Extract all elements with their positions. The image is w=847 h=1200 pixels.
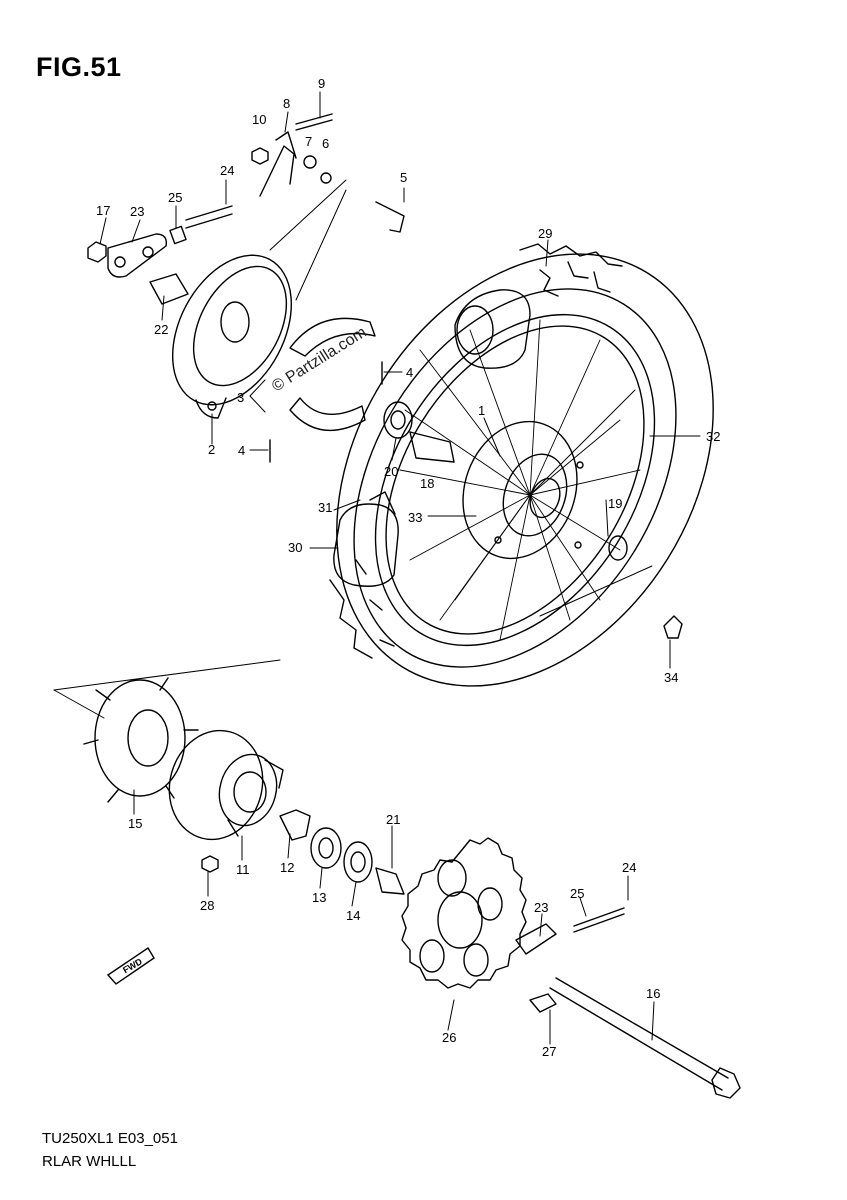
- callout-11: 11: [236, 862, 250, 877]
- brake-panel-part: [171, 254, 293, 419]
- callout-34: 34: [664, 670, 678, 685]
- callout-23-top: 23: [130, 204, 144, 219]
- callout-25-bottom: 25: [570, 886, 584, 901]
- callout-1: 1: [478, 403, 485, 418]
- leader-lines: [53, 91, 701, 1045]
- callout-3: 3: [237, 390, 244, 405]
- model-code: TU250XL1 E03_051: [42, 1130, 178, 1147]
- callout-19: 19: [608, 496, 622, 511]
- callout-28: 28: [200, 898, 214, 913]
- small-hardware: [87, 113, 683, 1013]
- tire-part: [329, 243, 714, 687]
- callout-7: 7: [305, 134, 312, 149]
- callout-labels: 9 8 10 7 6 5 24 25 17 23 29 22 4 3 1 32 …: [96, 76, 720, 1059]
- tube-part-29: [454, 289, 531, 369]
- callout-13: 13: [312, 890, 326, 905]
- callout-29: 29: [538, 226, 552, 241]
- callout-20: 20: [384, 464, 398, 479]
- callout-14: 14: [346, 908, 360, 923]
- callout-18: 18: [420, 476, 434, 491]
- callout-4-lower: 4: [238, 443, 245, 458]
- callout-24-bottom: 24: [622, 860, 636, 875]
- callout-33: 33: [408, 510, 422, 525]
- callout-15: 15: [128, 816, 142, 831]
- callout-12: 12: [280, 860, 294, 875]
- callout-22: 22: [154, 322, 168, 337]
- callout-23-bottom: 23: [534, 900, 548, 915]
- callout-27: 27: [542, 1044, 556, 1059]
- wheel-damper-part: [83, 677, 199, 803]
- callout-24-top: 24: [220, 163, 234, 178]
- callout-6: 6: [322, 136, 329, 151]
- callout-26: 26: [442, 1030, 456, 1045]
- callout-16: 16: [646, 986, 660, 1001]
- brake-shoes-part: [289, 317, 376, 432]
- section-name: RLAR WHLLL: [42, 1153, 137, 1170]
- callout-2: 2: [208, 442, 215, 457]
- callout-9: 9: [318, 76, 325, 91]
- sprocket-part: [401, 837, 527, 989]
- callout-32: 32: [706, 429, 720, 444]
- callout-21: 21: [386, 812, 400, 827]
- callout-17: 17: [96, 203, 110, 218]
- forward-arrow-icon: FWD: [106, 947, 155, 985]
- watermark-text: © Partzilla.com: [269, 324, 369, 396]
- rim-part: [374, 313, 656, 647]
- figure-title: FIG.51: [36, 52, 122, 82]
- callout-4-upper: 4: [406, 365, 413, 380]
- hub-part: [462, 420, 584, 560]
- callout-30: 30: [288, 540, 302, 555]
- callout-31: 31: [318, 500, 332, 515]
- callout-10: 10: [252, 112, 266, 127]
- tube-part-30: [333, 491, 399, 587]
- axle-part: [549, 977, 741, 1099]
- callout-25-top: 25: [168, 190, 182, 205]
- callout-5: 5: [400, 170, 407, 185]
- callout-8: 8: [283, 96, 290, 111]
- sprocket-mount-part: [168, 729, 284, 841]
